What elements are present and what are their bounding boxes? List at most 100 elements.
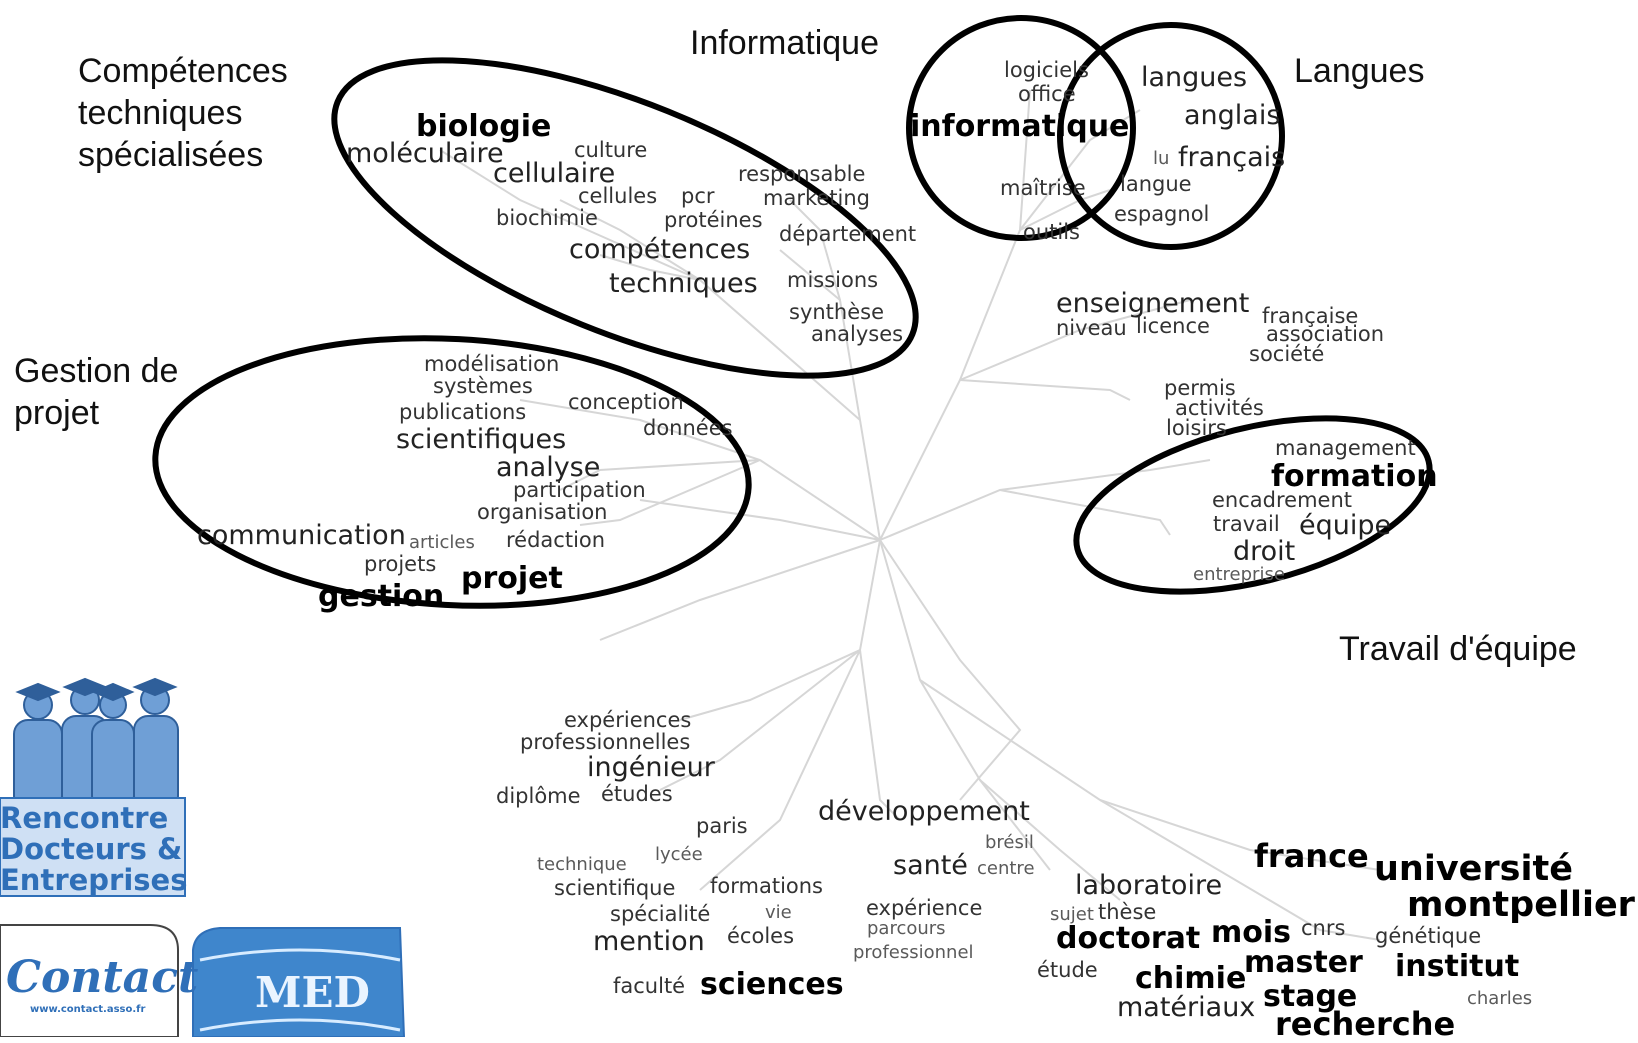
word-sujet: sujet xyxy=(1050,904,1094,925)
word-biologie: biologie xyxy=(416,109,552,144)
word-bresil: brésil xyxy=(985,832,1034,853)
med-arc-bottom xyxy=(199,1018,401,1032)
word-these: thèse xyxy=(1098,900,1157,924)
word-mois: mois xyxy=(1211,915,1292,950)
ellipse-travail-equipe xyxy=(1073,415,1433,595)
rencontre-line-3: Entreprises xyxy=(0,863,188,897)
ellipse-informatique xyxy=(906,15,1136,241)
word-office: office xyxy=(1018,82,1076,106)
word-licence: licence xyxy=(1136,314,1210,338)
word-droit: droit xyxy=(1233,536,1296,567)
word-recherche: recherche xyxy=(1275,1005,1456,1043)
word-organisation: organisation xyxy=(477,500,608,524)
word-equipe: équipe xyxy=(1299,510,1392,541)
word-sante: santé xyxy=(893,850,968,881)
contact-logo-box xyxy=(0,924,179,1037)
word-paris: paris xyxy=(696,814,748,838)
word-donnees: données xyxy=(643,416,733,440)
word-stage: stage xyxy=(1263,979,1358,1014)
ellipse-competences xyxy=(331,57,919,379)
rencontre-line-1: Rencontre xyxy=(0,801,169,835)
word-lu: lu xyxy=(1153,148,1170,169)
word-langue: langue xyxy=(1120,172,1192,196)
med-logo-text: MED xyxy=(255,968,370,1017)
word-biochimie: biochimie xyxy=(496,206,598,230)
word-proteines: protéines xyxy=(664,208,763,232)
logos-area xyxy=(0,677,406,1037)
word-redaction: rédaction xyxy=(506,528,606,552)
word-conception: conception xyxy=(568,390,684,414)
word-scientifique: scientifique xyxy=(554,876,676,900)
word-lycee: lycée xyxy=(655,844,703,865)
rencontre-logo-text: Rencontre Docteurs & Entreprises xyxy=(0,803,187,896)
rencontre-people-illustration xyxy=(13,677,179,811)
word-france: france xyxy=(1254,837,1369,875)
word-analyses: analyses xyxy=(811,322,904,346)
word-charles: charles xyxy=(1467,988,1533,1009)
word-sciences: sciences xyxy=(700,967,844,1002)
rencontre-line-2: Docteurs & xyxy=(0,832,183,866)
word-publications: publications xyxy=(399,400,527,424)
word-cnrs: cnrs xyxy=(1301,916,1346,940)
ellipse-gestion-projet xyxy=(152,335,752,609)
caption-gestion-projet: Gestion de projet xyxy=(14,352,179,433)
word-universite: université xyxy=(1374,849,1573,889)
word-loisirs: loisirs xyxy=(1166,416,1227,440)
word-encadrement: encadrement xyxy=(1212,488,1352,512)
word-experiences: expériences xyxy=(564,708,692,732)
word-synthese: synthèse xyxy=(789,300,885,324)
word-laboratoire: laboratoire xyxy=(1075,870,1223,901)
word-articles: articles xyxy=(409,532,475,553)
word-departement: département xyxy=(779,222,917,246)
word-logiciels: logiciels xyxy=(1004,58,1089,82)
word-travail: travail xyxy=(1213,512,1280,536)
branch-lines xyxy=(439,89,1381,941)
word-responsable: responsable xyxy=(738,162,866,186)
word-doctorat: doctorat xyxy=(1056,921,1201,956)
word-projet: projet xyxy=(461,561,563,596)
word-chimie: chimie xyxy=(1135,961,1247,996)
word-moleculaire: moléculaire xyxy=(346,138,504,169)
ellipse-langues xyxy=(1057,22,1285,250)
word-developpement: développement xyxy=(818,796,1030,827)
word-pcr: pcr xyxy=(681,184,715,208)
word-langues: langues xyxy=(1141,62,1248,93)
word-competences: compétences xyxy=(569,234,751,265)
word-montpellier: montpellier xyxy=(1407,885,1635,925)
word-etude: étude xyxy=(1037,958,1098,982)
word-niveau: niveau xyxy=(1056,316,1127,340)
word-francais: français xyxy=(1178,142,1286,173)
word-modelisation: modélisation xyxy=(424,352,560,376)
word-anglais: anglais xyxy=(1184,100,1281,131)
caption-travail-equipe: Travail d'équipe xyxy=(1339,630,1577,668)
word-institut: institut xyxy=(1395,949,1520,984)
word-maitrise: maîtrise xyxy=(1000,176,1086,200)
word-genetique: génétique xyxy=(1375,924,1482,948)
word-marketing: marketing xyxy=(763,186,870,210)
word-master: master xyxy=(1244,945,1363,980)
word-experience: expérience xyxy=(866,896,983,920)
word-techniques: techniques xyxy=(609,268,758,299)
word-communication: communication xyxy=(197,520,406,551)
word-diplome: diplôme xyxy=(496,784,581,808)
contact-logo-url: www.contact.asso.fr xyxy=(30,1004,146,1015)
word-scientifiques: scientifiques xyxy=(396,424,567,455)
word-etudes: études xyxy=(601,782,673,806)
word-centre: centre xyxy=(977,858,1035,879)
word-professionnel: professionnel xyxy=(853,942,974,963)
word-missions: missions xyxy=(787,268,879,292)
word-cellules: cellules xyxy=(578,184,658,208)
word-enseignement: enseignement xyxy=(1056,288,1250,319)
word-projets: projets xyxy=(364,552,437,576)
word-informatique: informatique xyxy=(910,109,1130,144)
caption-langues: Langues xyxy=(1294,52,1425,90)
word-participation: participation xyxy=(513,478,646,502)
word-gestion: gestion xyxy=(318,579,445,614)
word-management: management xyxy=(1275,436,1416,460)
word-ingenieur: ingénieur xyxy=(587,752,715,783)
word-technique: technique xyxy=(537,854,627,875)
word-culture: culture xyxy=(574,138,648,162)
group-ellipses xyxy=(152,15,1433,609)
word-materiaux: matériaux xyxy=(1117,992,1256,1023)
